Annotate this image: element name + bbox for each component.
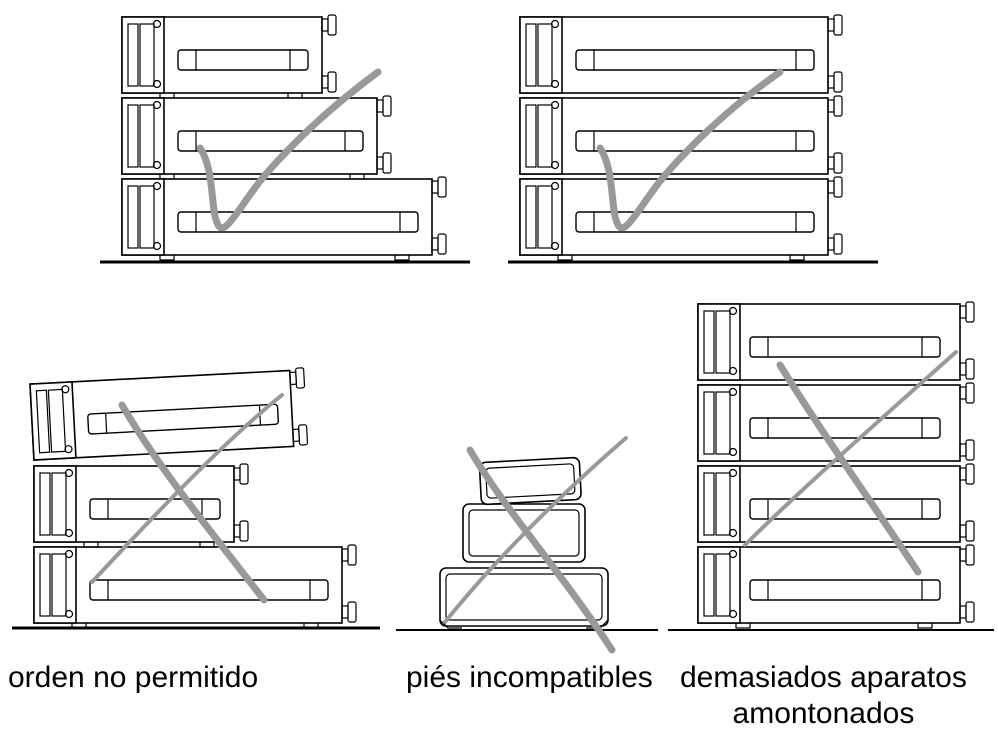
check-mark-icon bbox=[196, 68, 382, 232]
cross-mark-icon bbox=[443, 436, 628, 654]
caption-incompatible-feet: piés incompatibles bbox=[406, 661, 653, 694]
caption-too-many-line1: demasiados aparatos bbox=[680, 661, 967, 694]
cross-mark-icon bbox=[90, 393, 284, 604]
panel-incompatible-feet bbox=[396, 436, 658, 654]
instrument-unit bbox=[519, 14, 843, 94]
cross-mark-icon bbox=[743, 350, 958, 576]
panel-too-many-units bbox=[668, 301, 994, 631]
caption-wrong-order: orden no permitido bbox=[8, 661, 259, 694]
instrument-unit bbox=[29, 367, 309, 461]
instrument-unit bbox=[121, 95, 392, 180]
caption-too-many-line2: amontonados bbox=[732, 697, 915, 730]
instrument-unit bbox=[478, 456, 582, 506]
instrument-unit bbox=[519, 176, 843, 261]
instrument-unit bbox=[33, 463, 249, 548]
caption-too-many-units: demasiados aparatos amontonados bbox=[680, 660, 967, 732]
instrument-unit bbox=[697, 301, 975, 381]
instrument-unit bbox=[697, 463, 975, 543]
instrument-unit bbox=[121, 176, 447, 261]
panel-wrong-order bbox=[12, 367, 380, 630]
instrument-unit bbox=[697, 544, 975, 629]
panel-correct-equal-size bbox=[508, 14, 878, 264]
panel-correct-size-order bbox=[100, 14, 470, 264]
instrument-unit bbox=[33, 544, 357, 629]
instrument-unit bbox=[121, 14, 337, 99]
instrument-unit bbox=[697, 382, 975, 462]
check-mark-icon bbox=[596, 68, 784, 232]
